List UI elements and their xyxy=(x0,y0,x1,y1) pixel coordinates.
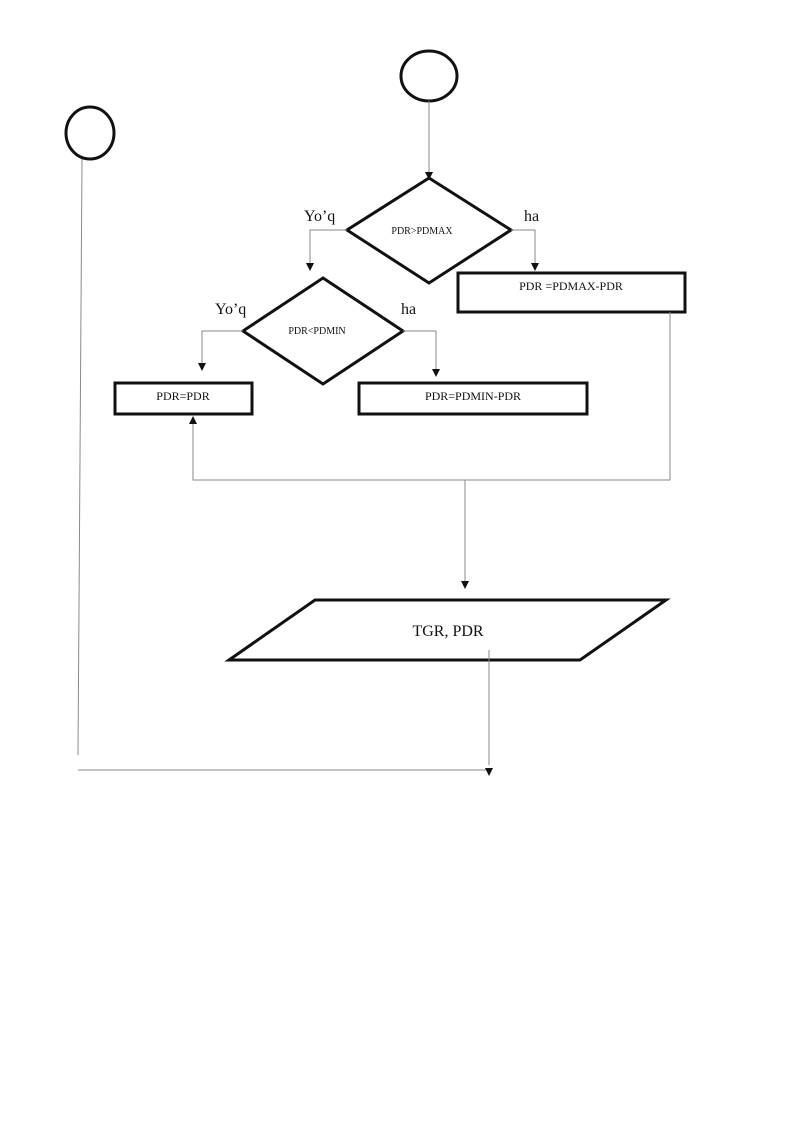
output-parallelogram xyxy=(224,598,671,662)
decision-2-yes-label: ha xyxy=(401,301,416,318)
decision-1-no-label: Yo’q xyxy=(304,208,335,225)
decision-pdr-lt-pdmin xyxy=(240,276,406,386)
process-pdmin xyxy=(357,381,589,416)
arrow-into-decision-1 xyxy=(425,172,433,180)
entry-connector-left xyxy=(64,105,116,161)
output-text: TGR, PDR xyxy=(412,623,483,640)
decision-2-no-label: Yo’q xyxy=(215,301,246,318)
decision-1-condition: PDR>PDMAX xyxy=(391,226,453,237)
arrow-into-process-keep xyxy=(198,363,206,371)
decision-2-condition: PDR<PDMIN xyxy=(288,326,345,337)
line-pdmax-merge xyxy=(192,312,671,481)
start-connector xyxy=(399,49,459,103)
line-decision-1-no xyxy=(309,229,347,264)
line-left-connector-down xyxy=(77,158,83,756)
arrow-into-output xyxy=(461,581,469,589)
process-keep xyxy=(113,381,254,416)
decision-pdr-gt-pdmax xyxy=(344,176,514,285)
line-decision-2-yes xyxy=(403,330,437,371)
arrow-into-process-pdmax xyxy=(531,263,539,271)
arrow-into-process-pdmin xyxy=(432,369,440,377)
process-pdmax-text: PDR =PDMAX-PDR xyxy=(519,279,623,293)
connector-lines xyxy=(77,101,671,771)
arrow-into-decision-2 xyxy=(306,263,314,271)
arrowheads xyxy=(189,172,539,776)
arrow-up-into-process-keep xyxy=(189,416,197,424)
process-pdmax xyxy=(456,271,687,314)
arrow-bottom-end xyxy=(485,768,493,776)
line-decision-2-no xyxy=(201,330,243,365)
line-decision-1-yes xyxy=(511,229,536,264)
process-pdmin-text: PDR=PDMIN-PDR xyxy=(425,389,521,403)
decision-1-yes-label: ha xyxy=(524,208,539,225)
process-keep-text: PDR=PDR xyxy=(156,389,209,403)
